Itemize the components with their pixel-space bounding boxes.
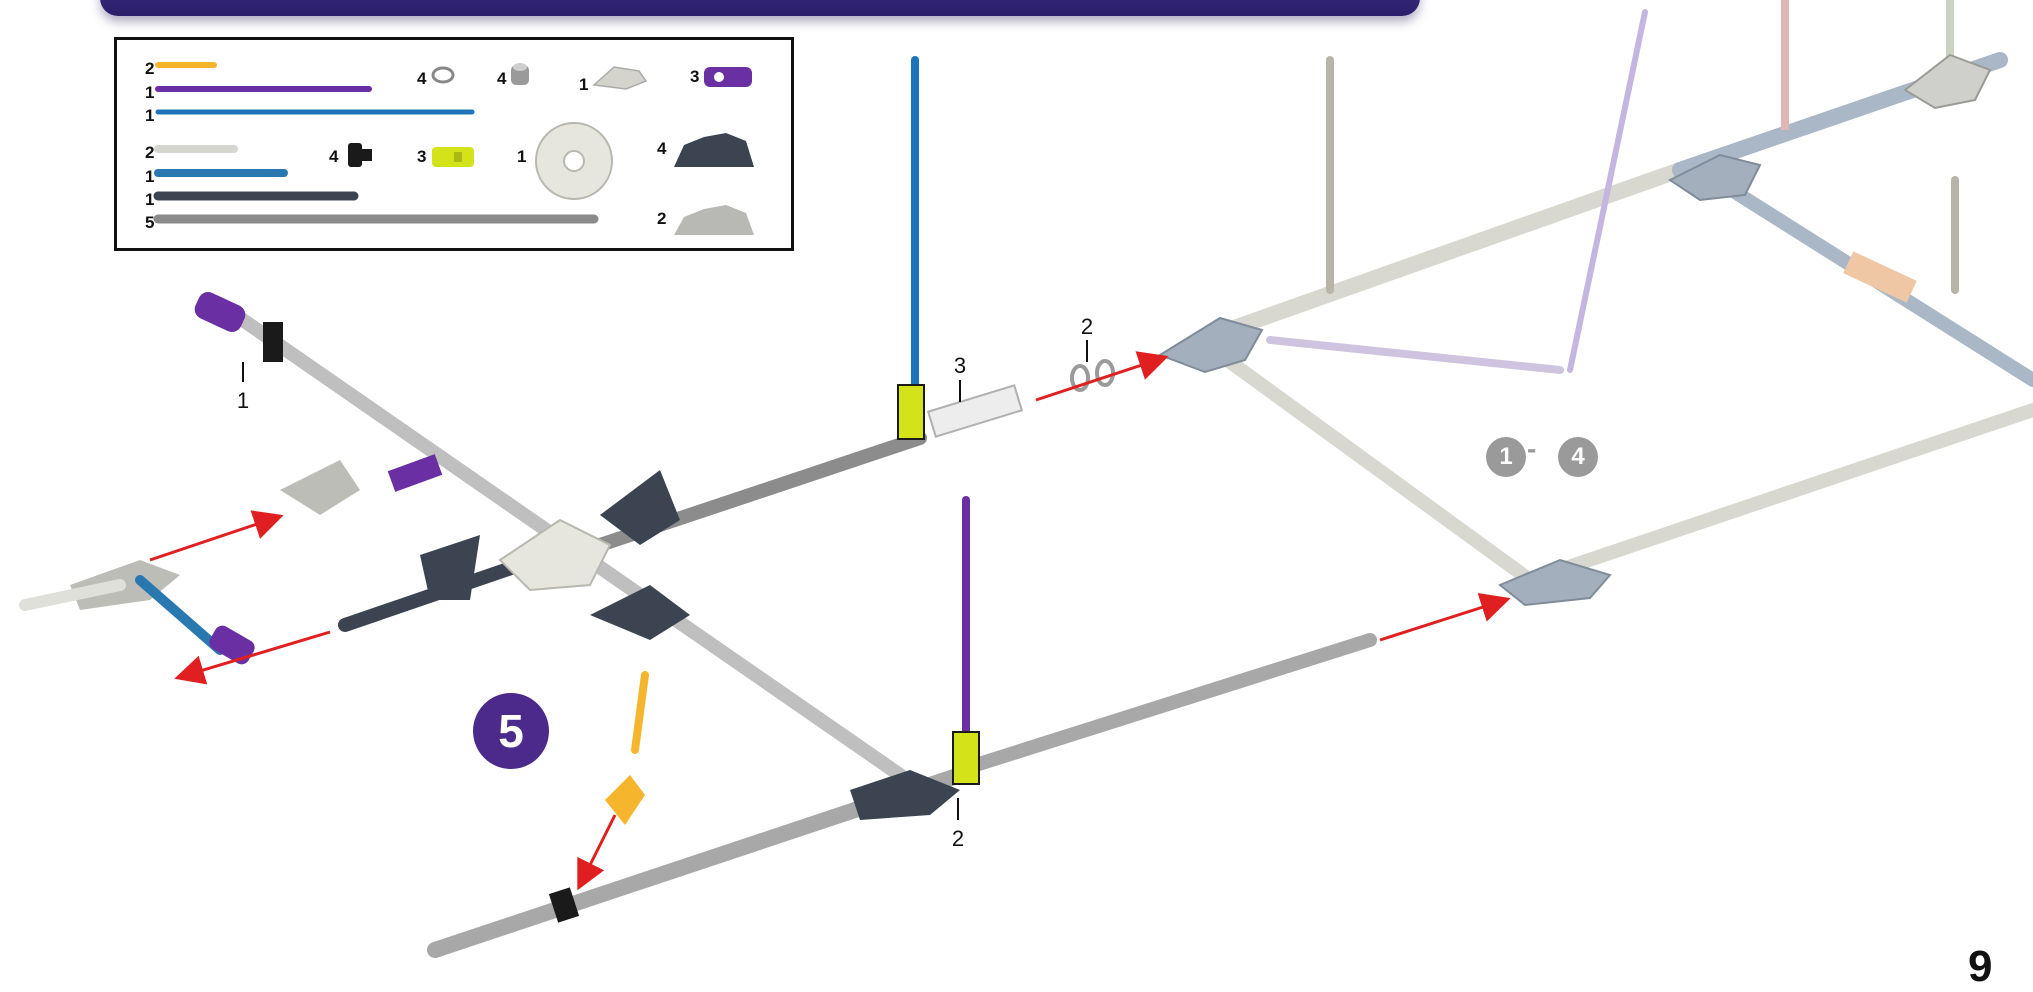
step5-subassembly: [19, 56, 1377, 958]
callout-leaders: [242, 340, 1088, 820]
placement-arrows: [149, 351, 1511, 891]
callout-bottom-clip: 2: [951, 826, 965, 851]
yellow-clip-icon: [432, 147, 474, 167]
qty-yellow-clip: 3: [417, 147, 427, 166]
white-eight-way-connector-icon: [535, 122, 613, 200]
ref-step-dash: -: [1527, 433, 1537, 464]
assembly-illustration: [19, 0, 2033, 958]
qty-gray-spacer: 4: [497, 69, 507, 88]
qty-blue-rod: 1: [145, 167, 155, 186]
qty-light-connector: 1: [579, 75, 589, 94]
qty-gray-rod: 5: [145, 213, 155, 232]
header-banner: [100, 0, 1420, 16]
qty-blue-long-rod: 1: [145, 106, 155, 125]
light-gray-connector-icon: [592, 66, 648, 90]
instruction-page: 2 1 1 2 1 1 5 4 4 1 3 4 3 1 4 2: [19, 0, 2033, 991]
qty-spacer-ring: 4: [417, 69, 427, 88]
callout-spacer-stack: 3: [953, 353, 967, 378]
spacer-ring-icon: [431, 66, 455, 84]
gray-spacer-icon: [511, 63, 529, 85]
ref-step-end-badge: 4: [1558, 437, 1598, 477]
qty-black-tee: 4: [329, 147, 339, 166]
purple-clip-icon: [704, 67, 752, 87]
callout-rings: 2: [1080, 314, 1094, 339]
light-gray-half-connector-icon: [674, 205, 754, 235]
qty-dark-gray-rod: 1: [145, 190, 155, 209]
qty-dark-half-connector: 4: [657, 139, 667, 158]
qty-purple-rod: 1: [145, 83, 155, 102]
qty-yellow-rod: 2: [145, 59, 155, 78]
parts-list-box: 2 1 1 2 1 1 5 4 4 1 3 4 3 1 4 2: [114, 37, 794, 251]
ref-step-start-badge: 1: [1486, 437, 1526, 477]
completed-frame: [1157, 0, 2033, 607]
step-number-badge: 5: [473, 693, 549, 769]
parts-icons: [153, 62, 754, 235]
qty-white-connector: 1: [517, 147, 527, 166]
callout-left-clip: 1: [236, 388, 250, 413]
black-tee-connector-icon: [348, 143, 372, 167]
page-number: 9: [1968, 942, 1993, 991]
qty-light-half-connector: 2: [657, 209, 667, 228]
dark-gray-half-connector-icon: [674, 133, 754, 167]
qty-white-rod: 2: [145, 143, 155, 162]
qty-purple-clip: 3: [690, 67, 700, 86]
